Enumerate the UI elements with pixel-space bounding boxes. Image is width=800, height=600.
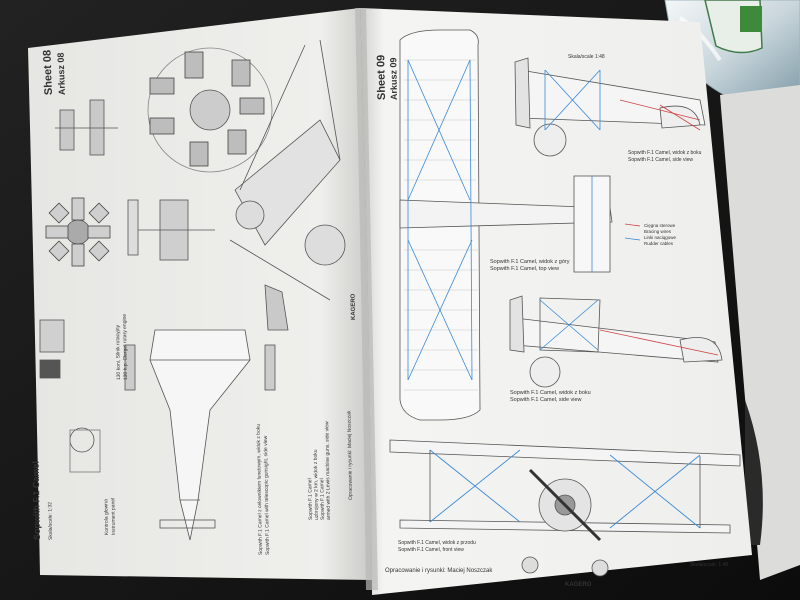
legend-item-2: Bracing wires bbox=[644, 229, 672, 234]
right-publisher: KAGERO bbox=[565, 582, 592, 588]
left-drawings bbox=[39, 39, 346, 541]
side-caption-2a: Sopwith F.1 Camel, widok z boku bbox=[510, 390, 591, 396]
right-page-texts: Sheet 09 Arkusz 09 Skala/scale 1:48 Sopw… bbox=[375, 54, 728, 588]
left-credit: Opracowanie i rysunki: Maciej Noszczak bbox=[346, 410, 354, 500]
rotary-engine-drawing bbox=[147, 47, 273, 173]
caption2-line1: Sopwith F.1 Camel bbox=[307, 478, 314, 520]
side-caption-1a: Sopwith F.1 Camel, widok z boku bbox=[628, 150, 702, 156]
legend-item-4: Rudder cables bbox=[644, 241, 674, 246]
book-gutter bbox=[355, 8, 378, 590]
front-caption-1: Sopwith F.1 Camel, widok z przodu bbox=[398, 540, 476, 546]
legend-swatch-blue bbox=[624, 237, 641, 241]
top-view-caption-1: Sopwith F.1 Camel, widok z góry bbox=[490, 259, 570, 265]
caption2-line3: Sopwith F.1 Camel bbox=[319, 478, 326, 520]
left-sheet-title: Sheet 08 bbox=[41, 50, 55, 96]
footer-scale: Skala/scale: 1:48 bbox=[690, 562, 728, 568]
fuselage-perspective bbox=[229, 39, 346, 331]
side-view-1 bbox=[514, 57, 706, 157]
legend-item-3: Linki naciągowe bbox=[644, 235, 677, 240]
page-stack bbox=[720, 85, 800, 580]
caption2-line4: armed with 2 Lewis machine guns, side vi… bbox=[324, 421, 332, 520]
left-publisher: KAGERO bbox=[351, 293, 357, 320]
left-aircraft-name: Sopwith F.1 Camel bbox=[31, 461, 42, 540]
fuselage-top-view bbox=[124, 329, 276, 541]
top-view-caption-2: Sopwith F.1 Camel, top view bbox=[490, 266, 559, 272]
bottle-label-icon bbox=[740, 6, 762, 32]
side-caption-1b: Sopwith F.1 Camel, side view bbox=[628, 157, 693, 163]
left-scale-label: Skala/scale: 1:32 bbox=[47, 502, 54, 540]
instrument-label-1: Kontrola głowna bbox=[103, 499, 110, 535]
side-caption-2b: Sopwith F.1 Camel, side view bbox=[510, 397, 582, 403]
right-sheet-title: Sheet 09 bbox=[375, 55, 388, 100]
front-view bbox=[389, 439, 741, 577]
front-caption-2: Sopwith F.1 Camel, front view bbox=[398, 547, 464, 553]
right-sheet-subtitle: Arkusz 09 bbox=[388, 57, 399, 100]
left-sheet-subtitle: Arkusz 08 bbox=[56, 52, 67, 95]
side-view-2 bbox=[509, 295, 723, 388]
engine-front-view bbox=[45, 197, 111, 267]
caption1-line1: Sopwith F.1 Camel z celownikiem lunetowy… bbox=[256, 424, 264, 555]
caption1-line2: Sopwith F.1 Camel with telescopic gunsig… bbox=[263, 435, 271, 555]
right-credit: Opracowanie i rysunki: Maciej Noszczak bbox=[385, 568, 493, 574]
instrument-label-2: Instrument panel bbox=[110, 498, 117, 535]
engine-caption-1: 130 koni, Silnik rotacyjny bbox=[115, 324, 122, 380]
caption2-line2: uzbrojony w 2 km, widok z boku bbox=[313, 449, 320, 520]
legend-swatch-red bbox=[624, 223, 641, 227]
legend-item-1: Cięgna sterowe bbox=[644, 223, 676, 228]
left-page-texts: Sheet 08 Arkusz 08 Sopwith F.1 Camel Ska… bbox=[31, 50, 357, 555]
top-view-wing bbox=[399, 29, 613, 421]
legend: Cięgna sterowe Bracing wires Linki nacią… bbox=[624, 223, 677, 246]
engine-caption-2: 130 h.p. Clerget rotary engine bbox=[122, 314, 129, 380]
right-drawings bbox=[389, 29, 741, 577]
right-scale-label: Skala/scale 1:48 bbox=[568, 54, 605, 60]
